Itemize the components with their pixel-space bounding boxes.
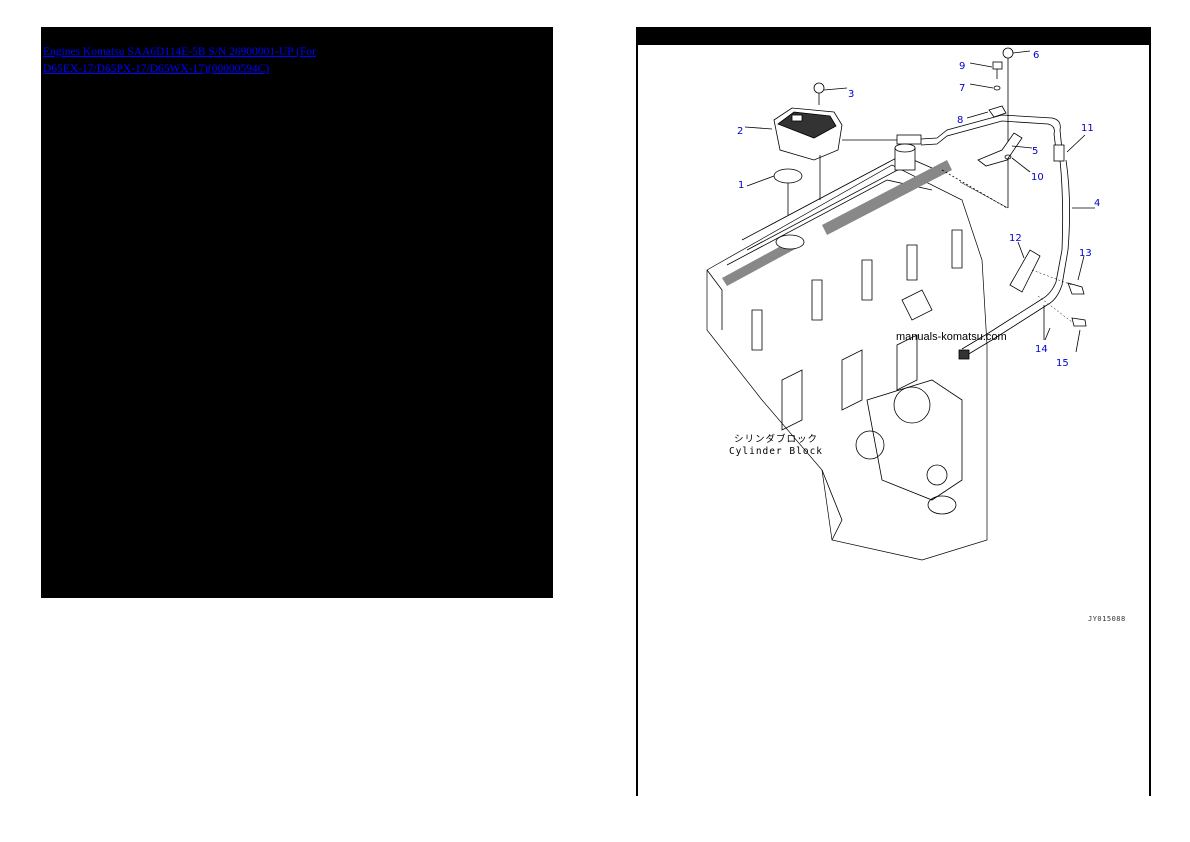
callout-12[interactable]: 12	[1009, 233, 1022, 244]
breadcrumb-link-engines[interactable]: Engines Komatsu	[43, 46, 125, 58]
breadcrumb: Engines Komatsu SAA6D114E-5B S/N 2690000…	[43, 44, 353, 78]
diagram-header-bar	[636, 27, 1151, 45]
parts-catalog-header-panel: Engines Komatsu SAA6D114E-5B S/N 2690000…	[41, 27, 553, 598]
callout-7[interactable]: 7	[959, 83, 966, 94]
watermark-text: manuals-komatsu.com	[896, 331, 1007, 343]
callout-8[interactable]: 8	[957, 115, 964, 126]
callout-9[interactable]: 9	[959, 61, 966, 72]
callout-15[interactable]: 15	[1056, 358, 1069, 369]
cylinder-block-label-en: Cylinder Block	[728, 446, 824, 457]
callout-6[interactable]: 6	[1033, 50, 1040, 61]
callout-5[interactable]: 5	[1032, 146, 1039, 157]
exploded-parts-diagram: 1 2 3 4 5 6 7 8 9 10 11 12 13 14 15 manu…	[638, 45, 1149, 796]
cylinder-block-label-jp: シリンダブロック	[733, 434, 818, 445]
breadcrumb-link-model[interactable]: SAA6D114E-5B S/N 26900001-UP (For D65EX-…	[43, 46, 316, 75]
callout-4[interactable]: 4	[1094, 198, 1101, 209]
callout-13[interactable]: 13	[1079, 248, 1092, 259]
callout-11[interactable]: 11	[1081, 123, 1094, 134]
figure-code: JY015088	[1088, 615, 1126, 623]
cylinder-block-label: シリンダブロック Cylinder Block	[726, 434, 826, 458]
callout-2[interactable]: 2	[737, 126, 744, 137]
callout-1[interactable]: 1	[738, 180, 745, 191]
parts-diagram-panel: 1 2 3 4 5 6 7 8 9 10 11 12 13 14 15 manu…	[636, 27, 1151, 796]
callout-10[interactable]: 10	[1031, 172, 1044, 183]
callout-3[interactable]: 3	[848, 89, 855, 100]
callout-14[interactable]: 14	[1035, 344, 1048, 355]
engine-drawing-svg	[706, 47, 1095, 561]
